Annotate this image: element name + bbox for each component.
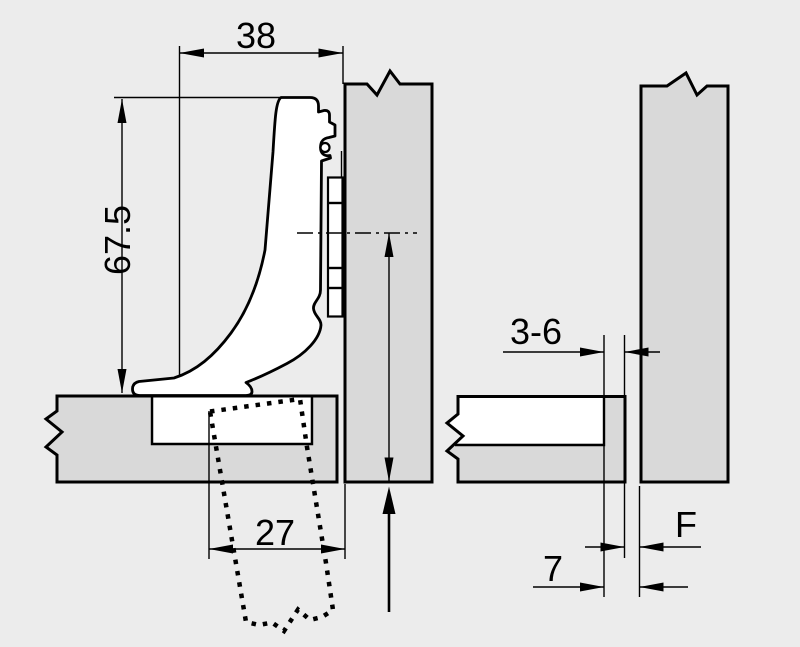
dimension-27: 27	[208, 411, 346, 559]
arrowhead-right	[318, 48, 343, 58]
arrowhead-right	[580, 347, 604, 357]
door-outline-dotted	[207, 396, 336, 635]
arrowhead-up	[384, 233, 394, 257]
mounting-plate	[326, 176, 344, 318]
dimension-67-5-label: 67.5	[97, 205, 138, 275]
dimension-7-label: 7	[543, 548, 563, 589]
dimension-7: 7	[533, 548, 688, 592]
dimension-3-6: 3-6	[503, 311, 660, 357]
arrowhead-down	[384, 457, 394, 482]
arrowhead-right	[321, 544, 345, 554]
arrowhead-up	[117, 99, 127, 123]
dimension-27-label: 27	[255, 512, 295, 553]
side-view: 38 67.5 27	[43, 15, 434, 635]
dimension-38: 38	[179, 15, 344, 84]
arrowhead-left	[209, 544, 233, 554]
dimension-F-label: F	[675, 504, 697, 545]
clip-spring-detail	[319, 141, 331, 154]
arrowhead-down	[117, 369, 127, 393]
door-panel-outline	[639, 70, 730, 484]
axis-height-dimension	[384, 233, 394, 482]
door-panel	[641, 73, 728, 482]
position-reference-arrow	[382, 486, 396, 612]
panel-edge-notch	[449, 398, 603, 444]
dimension-38-label: 38	[236, 15, 276, 56]
arrowhead-up	[382, 486, 396, 514]
cabinet-bottom-panel-outline	[43, 394, 339, 484]
arrowhead-left	[639, 582, 664, 592]
dimension-3-6-label: 3-6	[510, 311, 562, 352]
edge-gap-view: 3-6 F 7	[444, 70, 730, 597]
arrowhead-right	[600, 542, 625, 552]
arrowhead-left	[624, 347, 649, 357]
arrowhead-left	[639, 542, 664, 552]
dimension-67-5: 67.5	[97, 96, 281, 393]
arrowhead-left	[179, 48, 204, 58]
cabinet-side-panel-outline	[343, 68, 434, 484]
hinge-body	[131, 96, 337, 397]
arrowhead-right	[580, 582, 604, 592]
recess-border	[150, 397, 314, 446]
dimension-F: F	[585, 504, 701, 552]
hinge-cup-recess	[153, 397, 311, 444]
